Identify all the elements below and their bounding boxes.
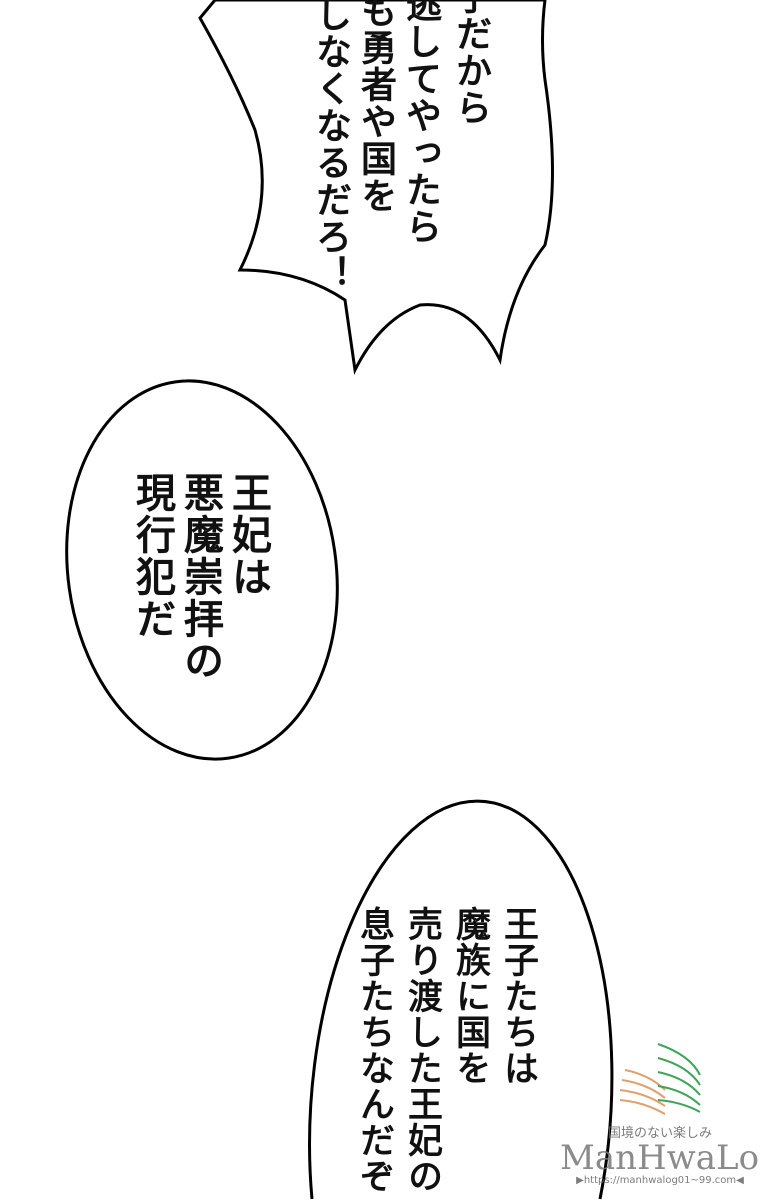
watermark-name: ManHwaLog — [560, 1138, 760, 1178]
watermark: 国境のない楽しみ ManHwaLog ▶https://manhwalog01~… — [560, 1118, 760, 1186]
middle-bubble-line-2: 悪魔崇拝の — [177, 472, 223, 682]
bottom-bubble-line-3: 売り渡した王妃の — [402, 906, 443, 1195]
bottom-bubble-line-1: 王子たちは — [498, 906, 539, 1087]
top-bubble-line-3: も勇者や国を — [355, 0, 396, 214]
middle-bubble-line-3: 現行犯だ — [129, 472, 175, 640]
bottom-bubble-line-2: 魔族に国を — [450, 906, 491, 1087]
top-bubble-line-1: 子だから — [450, 0, 491, 126]
bottom-speech-bubble — [308, 799, 614, 1200]
top-bubble-line-2: 逃してやったら — [400, 0, 441, 245]
watermark-logo-icon — [619, 1043, 701, 1115]
watermark-tagline: 国境のない楽しみ — [607, 1126, 712, 1141]
top-bubble-line-4: しなくなるだろ！ — [310, 0, 351, 292]
watermark-url: ▶https://manhwalog01~99.com◀ — [576, 1175, 744, 1186]
bottom-bubble-line-4: 息子たちなんだぞ — [354, 906, 395, 1195]
top-speech-bubble — [198, 0, 554, 375]
middle-bubble-line-1: 王妃は — [225, 472, 271, 598]
middle-speech-bubble — [65, 379, 339, 761]
